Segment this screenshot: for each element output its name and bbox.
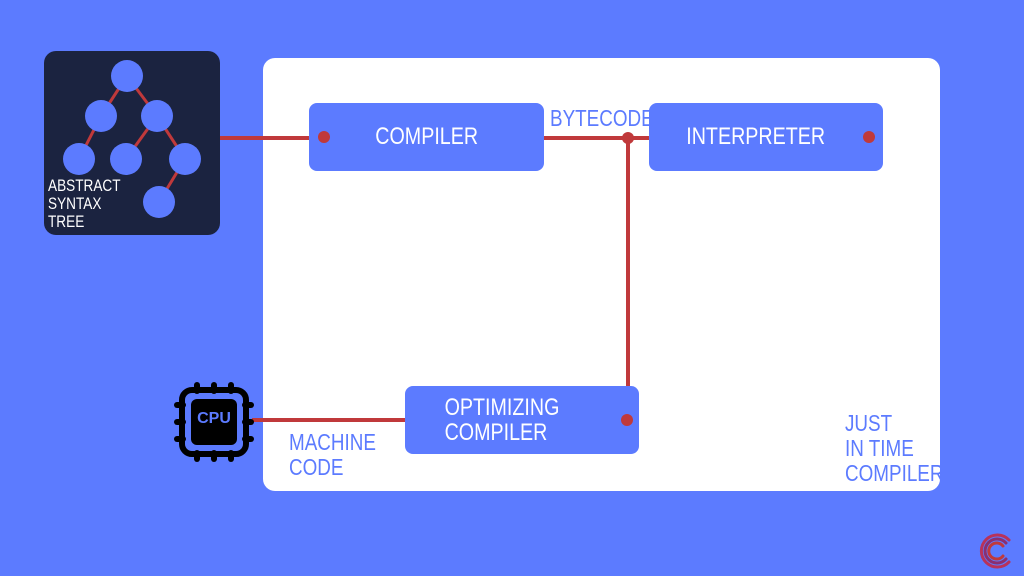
optimizing-label-line: OPTIMIZING xyxy=(444,393,560,421)
input-dot xyxy=(318,131,330,143)
bytecode-label: BYTECODE xyxy=(550,105,654,131)
interpreter-node[interactable]: INTERPRETER xyxy=(649,103,883,171)
optimizing-label-line: COMPILER xyxy=(444,419,548,446)
machine-code-line: MACHINE xyxy=(289,429,376,455)
jit-label-line: IN TIME xyxy=(845,434,914,461)
cpu-icon: CPU xyxy=(172,380,256,464)
tree-icon xyxy=(63,60,201,218)
logo-icon xyxy=(975,530,1015,570)
jit-label-line: JUST xyxy=(845,410,893,436)
interpreter-label: INTERPRETER xyxy=(686,123,826,151)
ast-label-line: TREE xyxy=(48,211,85,231)
ast-label: ABSTRACT SYNTAX TREE xyxy=(48,177,121,231)
abstract-syntax-tree-card: ABSTRACT SYNTAX TREE xyxy=(44,51,220,235)
machine-code-line: CODE xyxy=(289,453,344,480)
ast-label-line: SYNTAX xyxy=(48,193,102,213)
compiler-label: COMPILER xyxy=(375,123,478,151)
optimizing-compiler-node[interactable]: OPTIMIZING COMPILER xyxy=(405,386,639,454)
ast-label-line: ABSTRACT xyxy=(48,176,121,195)
jit-label-line: COMPILER xyxy=(845,459,944,486)
compiler-node[interactable]: COMPILER xyxy=(309,103,544,171)
machine-code-label: MACHINE CODE xyxy=(289,430,376,480)
cpu-label: CPU xyxy=(197,410,231,427)
output-dot xyxy=(621,414,633,426)
output-dot xyxy=(863,131,875,143)
jit-label: JUST IN TIME COMPILER xyxy=(845,411,944,485)
junction-dot xyxy=(622,132,634,144)
